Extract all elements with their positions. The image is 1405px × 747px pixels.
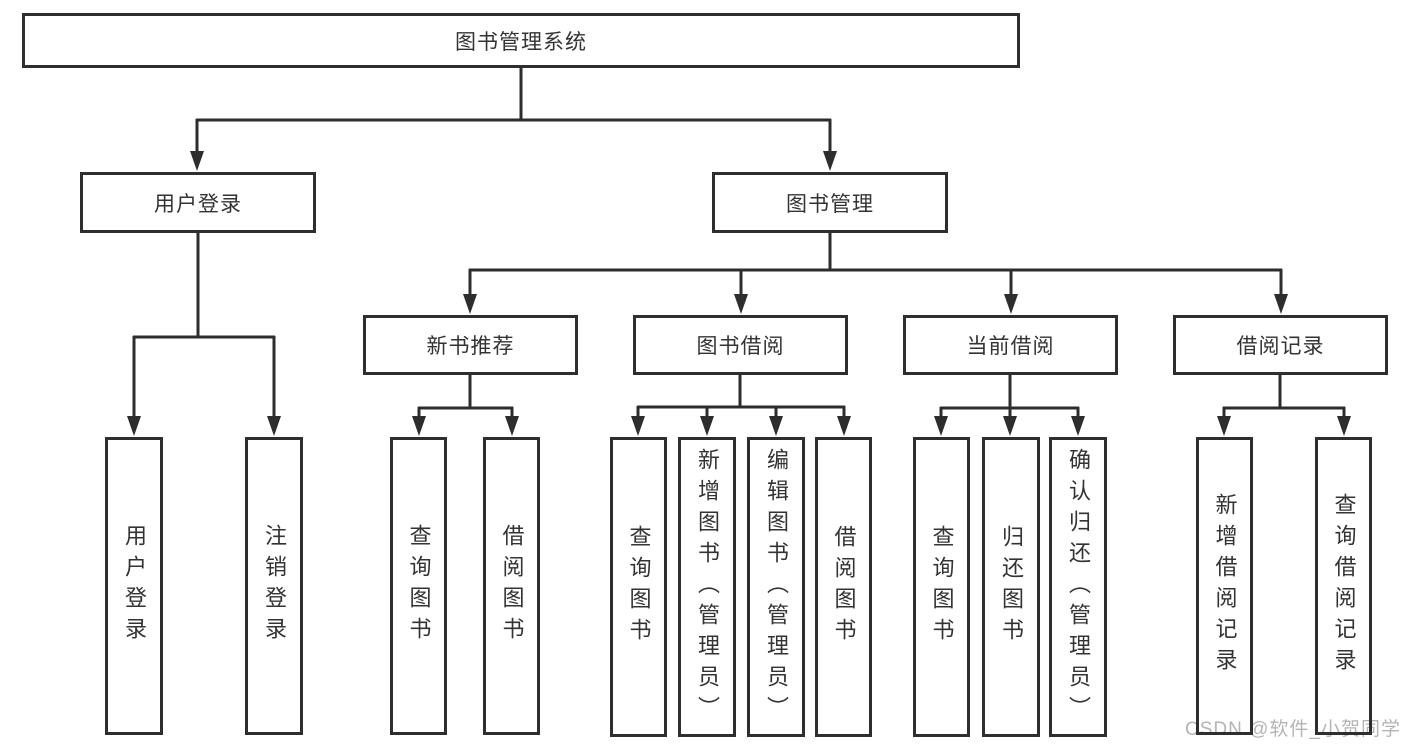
- node-leaf-query-books-1: 查询图书: [390, 437, 447, 735]
- node-leaf-query-books-2: 查询图书: [610, 437, 667, 737]
- node-current-borrowing: 当前借阅: [903, 315, 1118, 375]
- node-book-management: 图书管理: [712, 172, 948, 233]
- node-leaf-add-book-admin: 新增图书（管理员）: [678, 437, 736, 737]
- arrowheads: [127, 151, 1351, 436]
- node-leaf-query-borrow-record: 查询借阅记录: [1315, 437, 1372, 735]
- csdn-watermark: CSDN @软件_小贺同学: [1185, 719, 1401, 740]
- node-new-book-recommend: 新书推荐: [363, 315, 578, 375]
- node-book-borrowing: 图书借阅: [633, 315, 848, 375]
- node-leaf-add-borrow-record: 新增借阅记录: [1196, 437, 1253, 735]
- node-leaf-edit-book-admin: 编辑图书（管理员）: [747, 437, 805, 737]
- node-library-management-system: 图书管理系统: [22, 13, 1020, 68]
- node-leaf-query-books-3: 查询图书: [913, 437, 970, 737]
- node-leaf-user-login: 用户登录: [105, 437, 163, 735]
- node-leaf-borrow-books-2: 借阅图书: [815, 437, 872, 737]
- node-leaf-confirm-return-admin: 确认归还（管理员）: [1049, 437, 1107, 737]
- node-leaf-borrow-books-1: 借阅图书: [483, 437, 540, 735]
- node-user-login: 用户登录: [80, 172, 316, 233]
- node-borrowing-records: 借阅记录: [1173, 315, 1388, 375]
- node-leaf-return-book: 归还图书: [982, 437, 1040, 737]
- node-leaf-logout: 注销登录: [245, 437, 303, 735]
